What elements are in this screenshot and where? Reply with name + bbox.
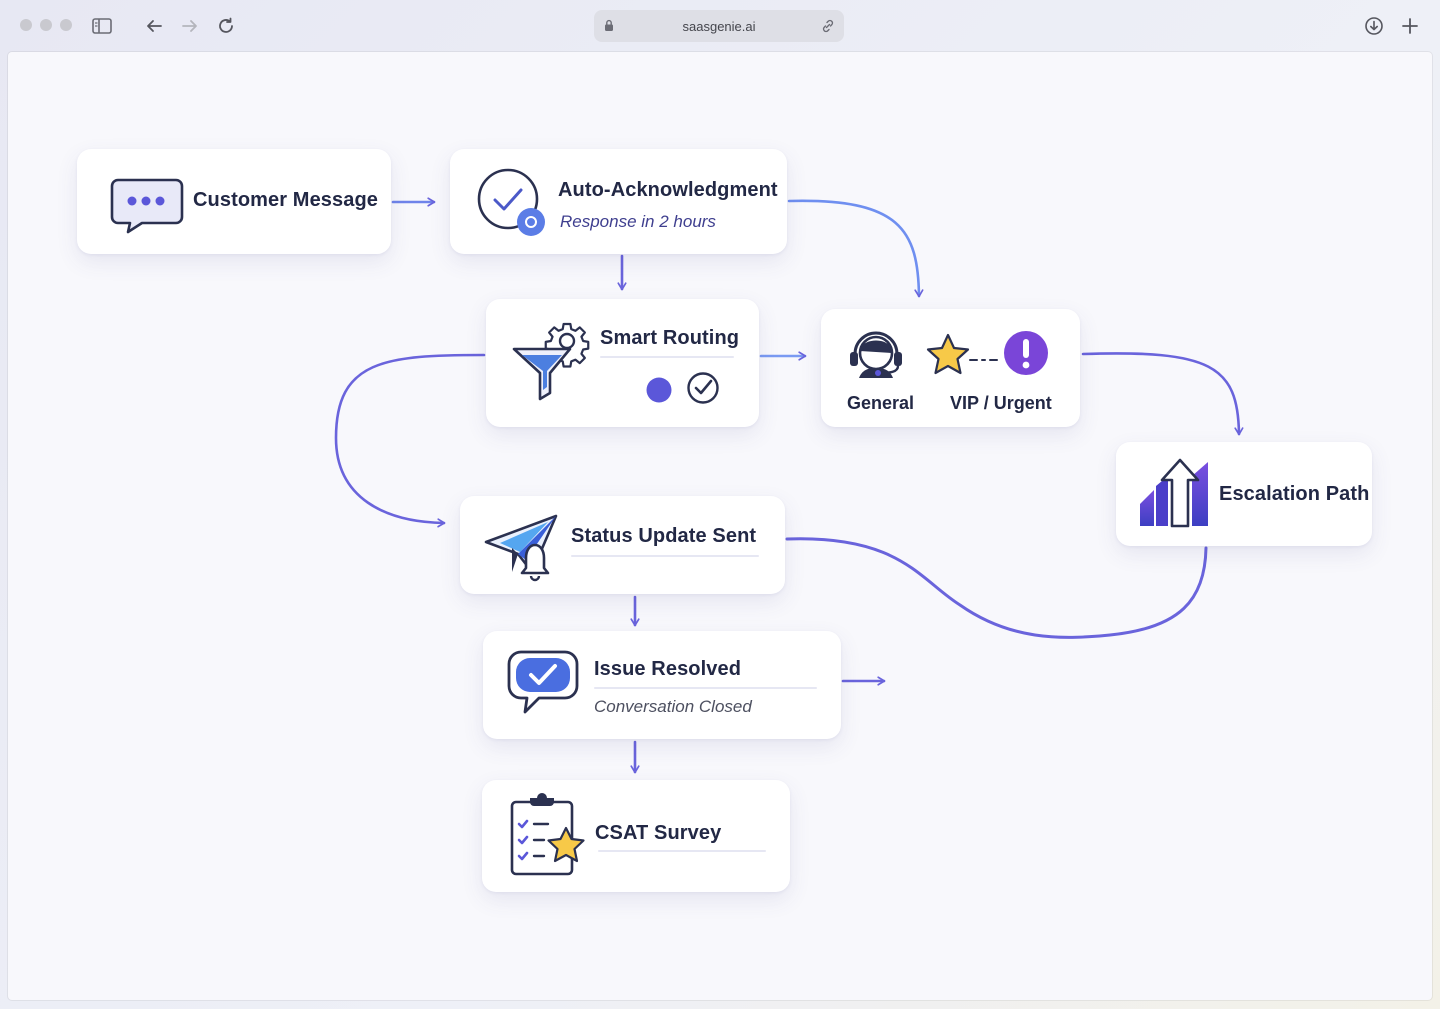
node-title: Smart Routing — [600, 327, 740, 349]
node-subtitle: Response in 2 hours — [560, 212, 716, 231]
reload-icon[interactable] — [214, 14, 238, 38]
chat-bubble-icon — [109, 177, 185, 240]
node-title: Status Update Sent — [571, 525, 757, 547]
node-escalation-path[interactable]: Escalation Path — [1116, 442, 1372, 546]
paper-plane-bell-icon — [482, 512, 568, 591]
exclamation-icon — [1002, 329, 1050, 382]
node-routing-targets[interactable]: General VIP / Urgent — [821, 309, 1080, 427]
window-close-button[interactable] — [20, 19, 32, 31]
star-icon — [925, 332, 971, 381]
divider — [600, 356, 734, 358]
page-viewport: Customer Message Auto-Acknowledgment Res… — [8, 52, 1432, 1000]
routing-target-vip: VIP / Urgent — [950, 393, 1052, 413]
node-csat-survey[interactable]: CSAT Survey — [482, 780, 790, 892]
node-customer-message[interactable]: Customer Message — [77, 149, 391, 254]
lock-icon — [604, 19, 614, 35]
line-status-to-escalation — [785, 537, 1208, 639]
node-subtitle: Conversation Closed — [594, 697, 752, 716]
address-bar[interactable]: saasgenie.ai — [594, 10, 844, 42]
node-title: Issue Resolved — [594, 658, 742, 680]
node-status-update-sent[interactable]: Status Update Sent — [460, 496, 785, 594]
window-zoom-button[interactable] — [60, 19, 72, 31]
link-icon[interactable] — [820, 18, 836, 37]
back-arrow-icon[interactable] — [142, 14, 166, 38]
browser-toolbar: saasgenie.ai — [0, 0, 1440, 52]
node-issue-resolved[interactable]: Issue Resolved Conversation Closed — [483, 631, 841, 739]
bar-arrow-up-icon — [1136, 456, 1216, 535]
clipboard-star-icon — [508, 792, 590, 883]
sidebar-icon[interactable] — [90, 14, 114, 38]
download-icon[interactable] — [1362, 14, 1386, 38]
check-circle-small-icon — [685, 370, 721, 411]
node-title: Auto-Acknowledgment — [558, 179, 778, 201]
arrow-routing-loop-to-status — [334, 353, 486, 528]
connector-lines — [334, 197, 1244, 774]
routing-target-general: General — [847, 393, 915, 413]
route-dot-icon — [645, 376, 673, 409]
node-title: CSAT Survey — [595, 822, 722, 844]
funnel-gear-icon — [510, 313, 600, 408]
forward-arrow-icon[interactable] — [178, 14, 202, 38]
plus-icon[interactable] — [1398, 14, 1422, 38]
flow-diagram: Customer Message Auto-Acknowledgment Res… — [8, 52, 1432, 1000]
dashed-connector — [969, 350, 999, 368]
window-minimize-button[interactable] — [40, 19, 52, 31]
headset-icon — [845, 326, 907, 387]
node-title: Escalation Path — [1219, 483, 1370, 505]
check-bubble-icon — [505, 649, 583, 726]
url-text: saasgenie.ai — [682, 18, 756, 34]
divider — [571, 555, 759, 557]
arrow-targets-to-escalation — [1081, 352, 1244, 436]
divider — [598, 850, 766, 852]
node-auto-acknowledgment[interactable]: Auto-Acknowledgment Response in 2 hours — [450, 149, 787, 254]
check-circle-icon — [476, 167, 552, 244]
node-smart-routing[interactable]: Smart Routing — [486, 299, 759, 427]
divider — [594, 687, 817, 689]
node-title: Customer Message — [193, 189, 378, 211]
arrow-ack-to-targets — [787, 199, 924, 298]
